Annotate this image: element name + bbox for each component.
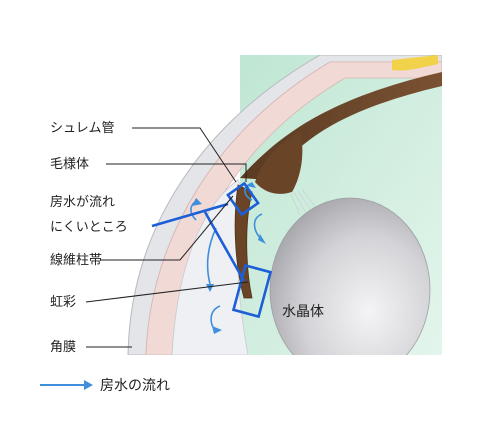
anterior-chamber [171,179,249,355]
label-poor-outflow-1: 房水が流れ [50,194,115,210]
eye-cross-section [127,55,442,355]
label-cornea: 角膜 [50,340,76,355]
label-iris: 虹彩 [50,295,76,310]
lens [269,197,431,355]
leader-lines [85,127,249,348]
legend: 房水の流れ [40,378,170,394]
label-lens: 水晶体 [282,304,324,320]
label-zonule: 線維柱帯 [50,252,102,268]
poor-outflow-highlights [151,181,273,319]
retina-spot [392,55,438,71]
label-ciliary-body: 毛様体 [50,157,89,172]
aqueous-flow-arrows [190,182,266,334]
legend-text: 房水の流れ [100,378,170,394]
highlight-box-pupil [231,263,273,319]
ciliary-body [255,132,303,194]
legend-arrow-head [84,380,93,390]
label-poor-outflow-2: にくいところ [50,220,128,235]
highlight-box-angle [226,181,260,217]
label-schlemm: シュレム管 [50,121,114,136]
